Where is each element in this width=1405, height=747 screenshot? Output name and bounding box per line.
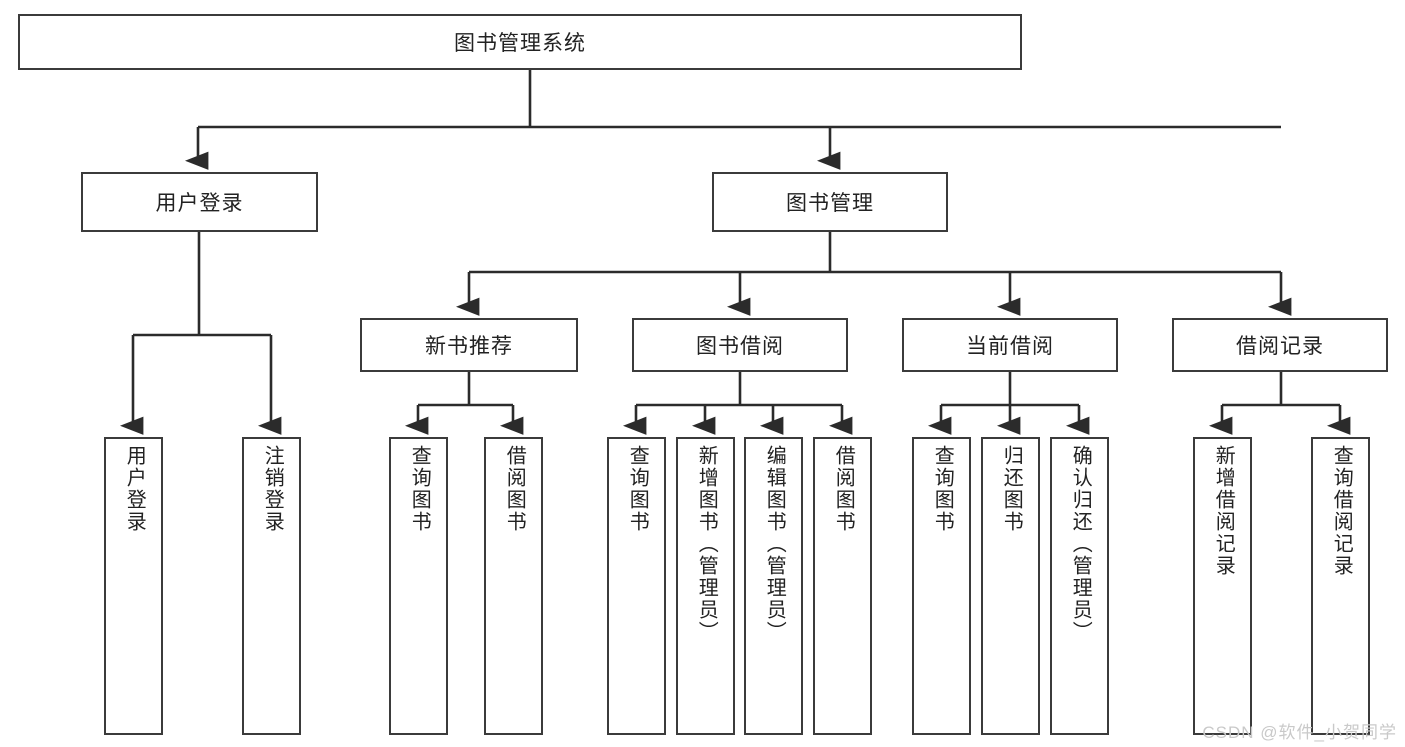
node-label: 图书管理系统 (454, 32, 586, 55)
node-label: 用户登录 (123, 445, 146, 533)
node-new-book-recommendation[interactable]: 新书推荐 (360, 318, 578, 372)
leaf-add-borrow-record[interactable]: 新增借阅记录 (1193, 437, 1252, 735)
node-label: 新增借阅记录 (1212, 445, 1235, 577)
leaf-borrow-book[interactable]: 借阅图书 (813, 437, 872, 735)
node-label: 借阅图书 (503, 445, 526, 533)
leaf-user-login[interactable]: 用户登录 (104, 437, 163, 735)
node-label: 编辑图书（管理员） (763, 445, 786, 643)
leaf-query-book-current[interactable]: 查询图书 (912, 437, 971, 735)
leaf-query-book-recommend[interactable]: 查询图书 (389, 437, 448, 735)
node-label: 图书借阅 (696, 335, 784, 358)
leaf-query-borrow-record[interactable]: 查询借阅记录 (1311, 437, 1370, 735)
node-label: 当前借阅 (966, 335, 1054, 358)
node-current-borrowing[interactable]: 当前借阅 (902, 318, 1118, 372)
csdn-watermark: CSDN @软件_小贺同学 (1202, 723, 1397, 742)
leaf-edit-book-admin[interactable]: 编辑图书（管理员） (744, 437, 803, 735)
node-label: 新书推荐 (425, 335, 513, 358)
node-book-borrowing[interactable]: 图书借阅 (632, 318, 848, 372)
node-label: 查询图书 (626, 445, 649, 533)
node-label: 图书管理 (786, 192, 874, 215)
leaf-confirm-return-admin[interactable]: 确认归还（管理员） (1050, 437, 1109, 735)
node-label: 查询图书 (408, 445, 431, 533)
leaf-logout[interactable]: 注销登录 (242, 437, 301, 735)
node-label: 借阅图书 (832, 445, 855, 533)
leaf-add-book-admin[interactable]: 新增图书（管理员） (676, 437, 735, 735)
node-root-book-management-system[interactable]: 图书管理系统 (18, 14, 1022, 70)
leaf-borrow-book-recommend[interactable]: 借阅图书 (484, 437, 543, 735)
node-label: 借阅记录 (1236, 335, 1324, 358)
node-borrow-records[interactable]: 借阅记录 (1172, 318, 1388, 372)
node-book-management[interactable]: 图书管理 (712, 172, 948, 232)
node-label: 注销登录 (261, 445, 284, 533)
node-label: 查询图书 (931, 445, 954, 533)
node-label: 查询借阅记录 (1330, 445, 1353, 577)
node-label: 归还图书 (1000, 445, 1023, 533)
node-user-login[interactable]: 用户登录 (81, 172, 318, 232)
node-label: 确认归还（管理员） (1069, 445, 1092, 643)
leaf-query-book-borrowing[interactable]: 查询图书 (607, 437, 666, 735)
node-label: 用户登录 (155, 192, 244, 215)
node-label: 新增图书（管理员） (695, 445, 718, 643)
leaf-return-book[interactable]: 归还图书 (981, 437, 1040, 735)
